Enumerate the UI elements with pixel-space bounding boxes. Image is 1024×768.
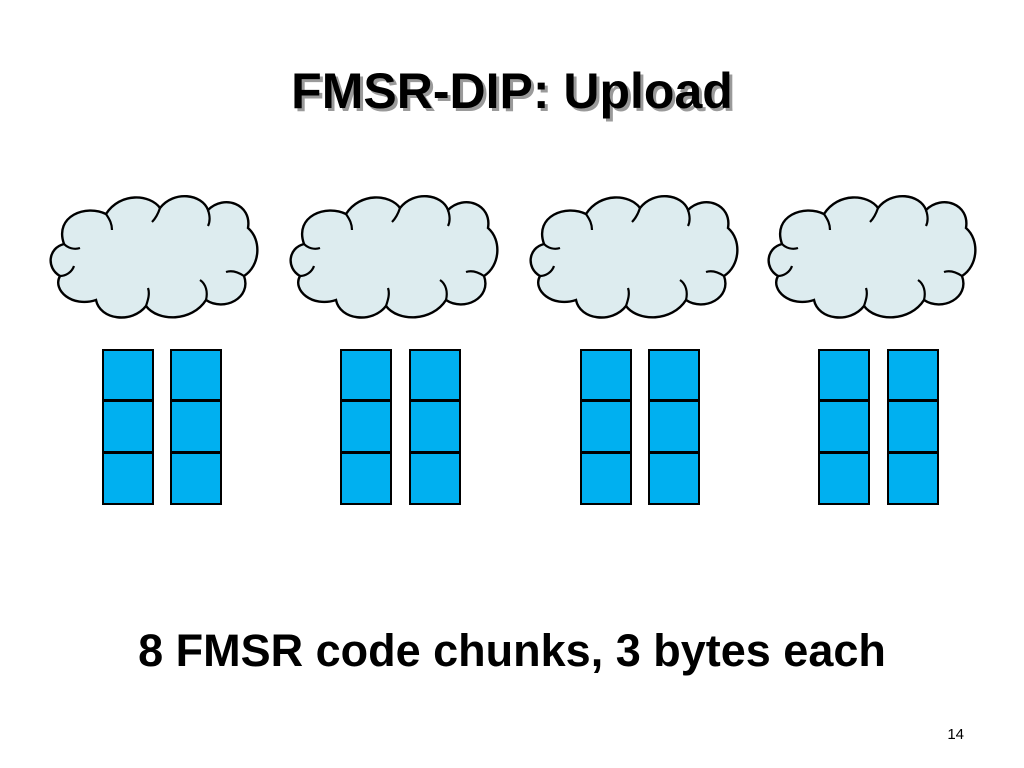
- chunk-byte: [580, 349, 632, 401]
- chunk-byte: [887, 400, 939, 453]
- code-chunk-6: [648, 349, 700, 505]
- chunk-byte: [887, 349, 939, 401]
- chunk-byte: [818, 400, 870, 453]
- cloud-storage-3: [526, 186, 746, 326]
- chunk-byte: [818, 452, 870, 505]
- chunk-byte: [580, 452, 632, 505]
- chunk-byte: [648, 400, 700, 453]
- cloud-storage-2: [286, 186, 506, 326]
- chunk-byte: [648, 452, 700, 505]
- chunk-byte: [340, 400, 392, 453]
- code-chunk-4: [409, 349, 461, 505]
- page-number: 14: [947, 726, 964, 743]
- chunk-byte: [102, 349, 154, 401]
- code-chunk-8: [887, 349, 939, 505]
- chunk-byte: [887, 452, 939, 505]
- chunk-byte: [340, 349, 392, 401]
- chunk-byte: [102, 452, 154, 505]
- chunk-byte: [340, 452, 392, 505]
- slide-caption: 8 FMSR code chunks, 3 bytes each: [138, 625, 886, 676]
- chunk-byte: [170, 349, 222, 401]
- chunk-byte: [409, 400, 461, 453]
- code-chunk-1: [102, 349, 154, 505]
- cloud-storage-1: [46, 186, 266, 326]
- chunk-byte: [102, 400, 154, 453]
- cloud-storage-4: [764, 186, 984, 326]
- chunk-byte: [409, 349, 461, 401]
- chunk-byte: [409, 452, 461, 505]
- chunk-byte: [818, 349, 870, 401]
- code-chunk-7: [818, 349, 870, 505]
- code-chunk-5: [580, 349, 632, 505]
- chunk-byte: [170, 400, 222, 453]
- code-chunk-2: [170, 349, 222, 505]
- code-chunk-3: [340, 349, 392, 505]
- chunk-byte: [580, 400, 632, 453]
- chunk-byte: [170, 452, 222, 505]
- chunk-byte: [648, 349, 700, 401]
- slide-title: FMSR-DIP: Upload: [291, 63, 733, 119]
